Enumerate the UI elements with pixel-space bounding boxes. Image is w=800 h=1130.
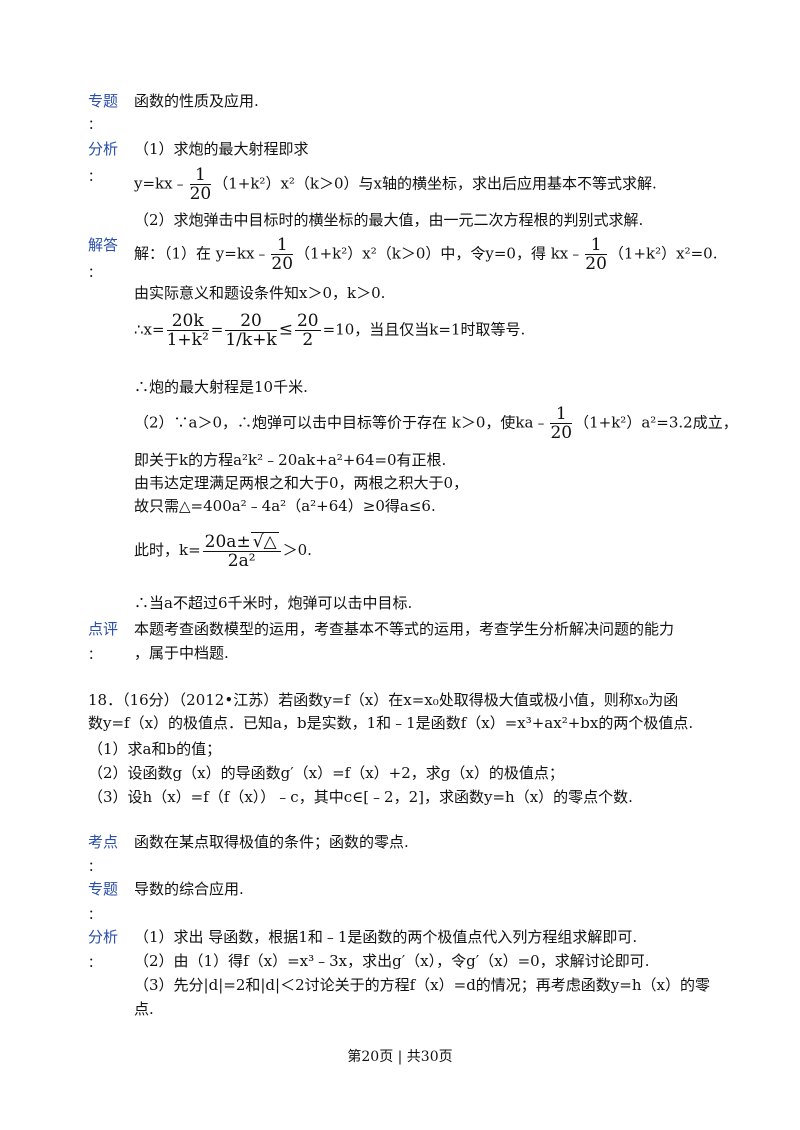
section-label-kaodian: 考点 [88, 833, 119, 851]
jieda-line: 由韦达定理满足两根之和大于0，两根之积大于0， [134, 474, 469, 492]
fraction-numerator: 1 [189, 166, 212, 185]
label-colon: ： [88, 266, 102, 281]
jieda-line: 即关于k的方程a²k²﹣20ak+a²+64=0有正根. [134, 451, 447, 469]
dianping-line: ，属于中档题. [134, 644, 229, 662]
section-label-zhuanti: 专题 [88, 92, 119, 110]
question-line: 数y=f（x）的极值点．已知a，b是实数，1和﹣1是函数f（x）=x³+ax²+… [88, 714, 694, 732]
numerator-text: 20a± [204, 532, 251, 552]
label-colon: ： [88, 860, 102, 875]
section-label-zhuanti: 专题 [88, 880, 119, 898]
fenxi-line: （1）求炮的最大射程即求 [134, 140, 309, 158]
fenxi-line: （2）求炮弹击中目标时的横坐标的最大值，由一元二次方程根的判别式求解. [134, 211, 644, 229]
fraction-denominator: 2 [302, 330, 314, 350]
section-label-fenxi: 分析 [88, 928, 119, 946]
page-footer: 第20页 | 共30页 [347, 1049, 453, 1065]
jieda-line: ∴当a不超过6千米时，炮弹可以击中目标. [134, 594, 413, 612]
question-line: （2）设函数g（x）的导函数g′（x）=f（x）+2，求g（x）的极值点； [88, 764, 564, 782]
fraction-numerator: 20 [225, 312, 277, 331]
fraction-denominator: 20 [271, 254, 294, 274]
fraction-numerator: 1 [585, 236, 607, 255]
fraction: 20a±√△2a² [202, 532, 281, 571]
question-line: （1）求a和b的值； [88, 740, 222, 758]
jieda-text: 解：（1）在 y=kx﹣ [134, 244, 270, 263]
label-colon: ： [88, 118, 102, 133]
jieda-text: = [210, 320, 224, 339]
label-colon: ： [88, 648, 102, 663]
label-colon: ： [88, 956, 102, 971]
jieda-line: 故只需△=400a²﹣4a²（a²+64）≥0得a≤6. [134, 497, 436, 515]
fraction-numerator: 1 [271, 236, 294, 255]
fenxi-line: 点. [134, 1000, 154, 1018]
kaodian-text: 函数在某点取得极值的条件；函数的零点. [134, 833, 409, 851]
label-colon: ： [88, 908, 102, 923]
jieda-text: （1+k²）x²=0. [608, 244, 718, 263]
zhuanti-text: 函数的性质及应用. [134, 92, 259, 110]
fraction-numerator: 20k [166, 312, 209, 331]
section-label-jieda: 解答 [88, 236, 119, 254]
fraction-numerator: 20a±√△ [202, 532, 281, 552]
fenxi-text: （1+k²）x²（k＞0）与x轴的横坐标，求出后应用基本不等式求解. [213, 174, 657, 193]
fenxi-text: y=kx﹣ [134, 174, 188, 193]
fraction-denominator: 20 [550, 423, 573, 443]
section-label-fenxi: 分析 [88, 140, 119, 158]
dianping-line: 本题考查函数模型的运用，考查基本不等式的运用，考查学生分析解决问题的能力 [134, 620, 675, 638]
fraction-denominator: 1/k+k [225, 330, 277, 350]
question-line: （3）设h（x）=f（f（x））﹣c，其中c∈[﹣2，2]，求函数y=h（x）的… [88, 788, 633, 806]
fenxi-line: （3）先分|d|=2和|d|＜2讨论关于的方程f（x）=d的情况；再考虑函数y=… [134, 976, 710, 994]
zhuanti-text: 导数的综合应用. [134, 880, 244, 898]
sqrt-symbol: √△ [250, 532, 279, 552]
section-label-dianping: 点评 [88, 620, 119, 638]
fenxi-line: （2）由（1）得f（x）=x³﹣3x，求出g′（x），令g′（x）=0，求解讨论… [134, 952, 650, 970]
jieda-text: （1+k²）a²=3.2成立， [574, 413, 738, 432]
fraction-numerator: 1 [550, 405, 573, 424]
label-colon: ： [88, 170, 102, 185]
fraction-denominator: 20 [585, 254, 607, 274]
jieda-text: （1+k²）x²（k＞0）中，令y=0，得 kx﹣ [295, 244, 584, 263]
jieda-text: 此时，k= [134, 541, 201, 559]
jieda-text: （2）∵a＞0，∴炮弹可以击中目标等价于存在 k＞0，使ka﹣ [134, 413, 549, 432]
fraction-denominator: 20 [189, 184, 212, 204]
jieda-line: 由实际意义和题设条件知x＞0，k＞0. [134, 284, 386, 302]
fraction-numerator: 20 [294, 311, 321, 331]
jieda-text: ≤ [278, 319, 293, 340]
question-line: 18．（16分）（2012•江苏）若函数y=f（x）在x=x₀处取得极大值或极小… [88, 691, 679, 709]
fraction-denominator: 1+k² [166, 330, 209, 350]
fraction-denominator: 2a² [227, 551, 256, 571]
jieda-line: 此时，k=20a±√△2a²＞0. [134, 532, 312, 570]
jieda-text: =10，当且仅当k=1时取等号. [322, 320, 526, 339]
jieda-text: ∴x= [134, 320, 165, 339]
jieda-text: ＞0. [282, 541, 312, 559]
fenxi-line: （1）求出 导函数，根据1和﹣1是函数的两个极值点代入列方程组求解即可. [134, 928, 638, 946]
sqrt-content: △ [263, 532, 277, 552]
jieda-line: ∴炮的最大射程是10千米. [134, 378, 308, 396]
